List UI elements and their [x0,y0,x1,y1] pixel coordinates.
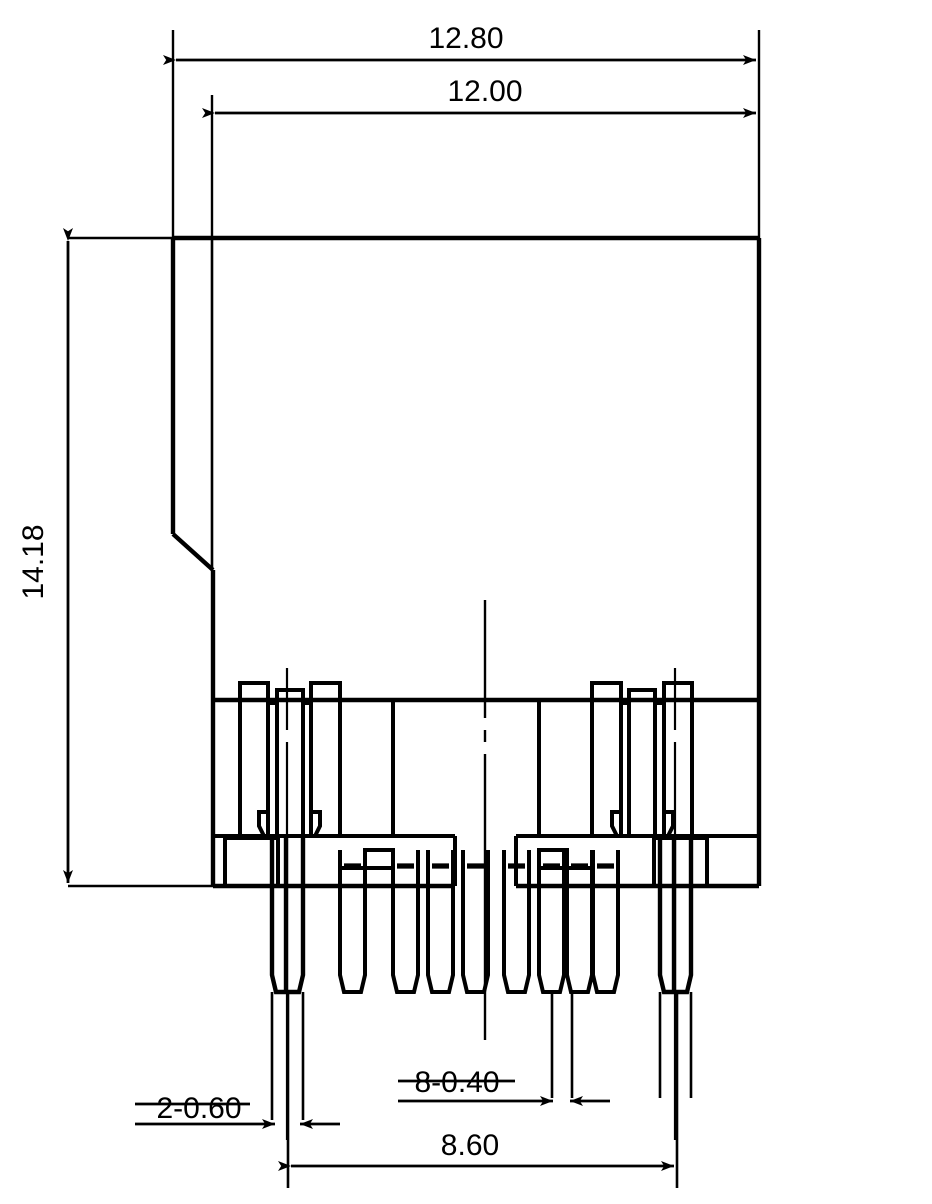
left-shell-detail [238,681,395,836]
label-14-18: 14.18 [17,524,50,599]
label-8-60: 8.60 [441,1129,499,1162]
small-pins [338,848,620,994]
connector-body-outline [170,235,762,886]
right-latch-feet [610,810,675,837]
label-8-040: 8-0.40 [414,1066,499,1099]
label-12-80: 12.80 [428,22,503,55]
right-shell-detail [537,681,694,836]
dimension-8-040 [398,1079,610,1106]
dimension-2-060 [135,1102,340,1129]
label-12-00: 12.00 [447,75,522,108]
pin-plate [213,834,759,886]
label-2-060: 2-0.60 [156,1092,241,1125]
pin-extension-lines [270,992,693,1188]
left-latch-feet [257,810,322,837]
